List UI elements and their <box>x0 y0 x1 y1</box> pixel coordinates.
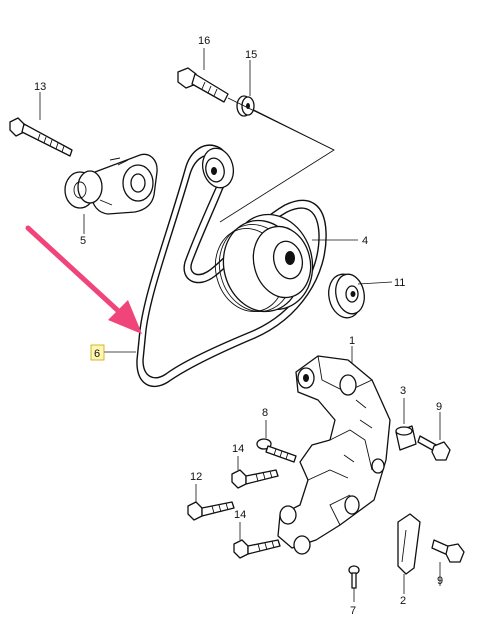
callout-13: 13 <box>34 81 46 93</box>
belt-tensioner <box>64 153 158 215</box>
crank-pulley <box>214 213 314 313</box>
washer-15 <box>236 95 255 117</box>
callout-6: 6 <box>94 348 100 360</box>
callout-labels: 16 15 13 5 4 11 6 1 3 9 8 14 12 14 9 2 7 <box>34 35 443 617</box>
washer-pulley-11 <box>328 273 365 319</box>
callout-16: 16 <box>198 35 210 47</box>
bolt-12 <box>187 501 235 521</box>
callout-14-lower: 14 <box>234 509 246 521</box>
mounting-bracket <box>277 355 391 555</box>
pink-annotation-arrow <box>25 225 142 334</box>
callout-7: 7 <box>350 605 356 617</box>
idler-pulley <box>201 147 235 189</box>
callout-9-lower: 9 <box>437 575 443 587</box>
callout-1: 1 <box>349 335 355 347</box>
callout-15: 15 <box>245 49 257 61</box>
bolt-14-lower <box>233 539 281 559</box>
bolt-14-upper <box>231 469 279 489</box>
bolt-13 <box>9 117 73 157</box>
bolt-9-lower <box>431 539 465 563</box>
callout-9-upper: 9 <box>436 401 442 413</box>
callout-5: 5 <box>80 235 86 247</box>
callout-3: 3 <box>400 385 406 397</box>
clip-2 <box>397 513 421 575</box>
bolt-7 <box>348 565 360 589</box>
spacer-3 <box>395 425 417 451</box>
bolt-9-upper <box>417 435 451 461</box>
bolt-16 <box>177 67 229 103</box>
callout-8: 8 <box>262 407 268 419</box>
leader-lines <box>39 92 441 602</box>
drive-belt <box>136 144 327 387</box>
callout-6-highlight <box>90 344 105 361</box>
bolt-8 <box>256 438 297 463</box>
callout-11: 11 <box>394 277 405 289</box>
callout-14-upper: 14 <box>232 443 244 455</box>
callout-2: 2 <box>400 595 406 607</box>
callout-4: 4 <box>362 235 368 247</box>
callout-12: 12 <box>190 471 202 483</box>
